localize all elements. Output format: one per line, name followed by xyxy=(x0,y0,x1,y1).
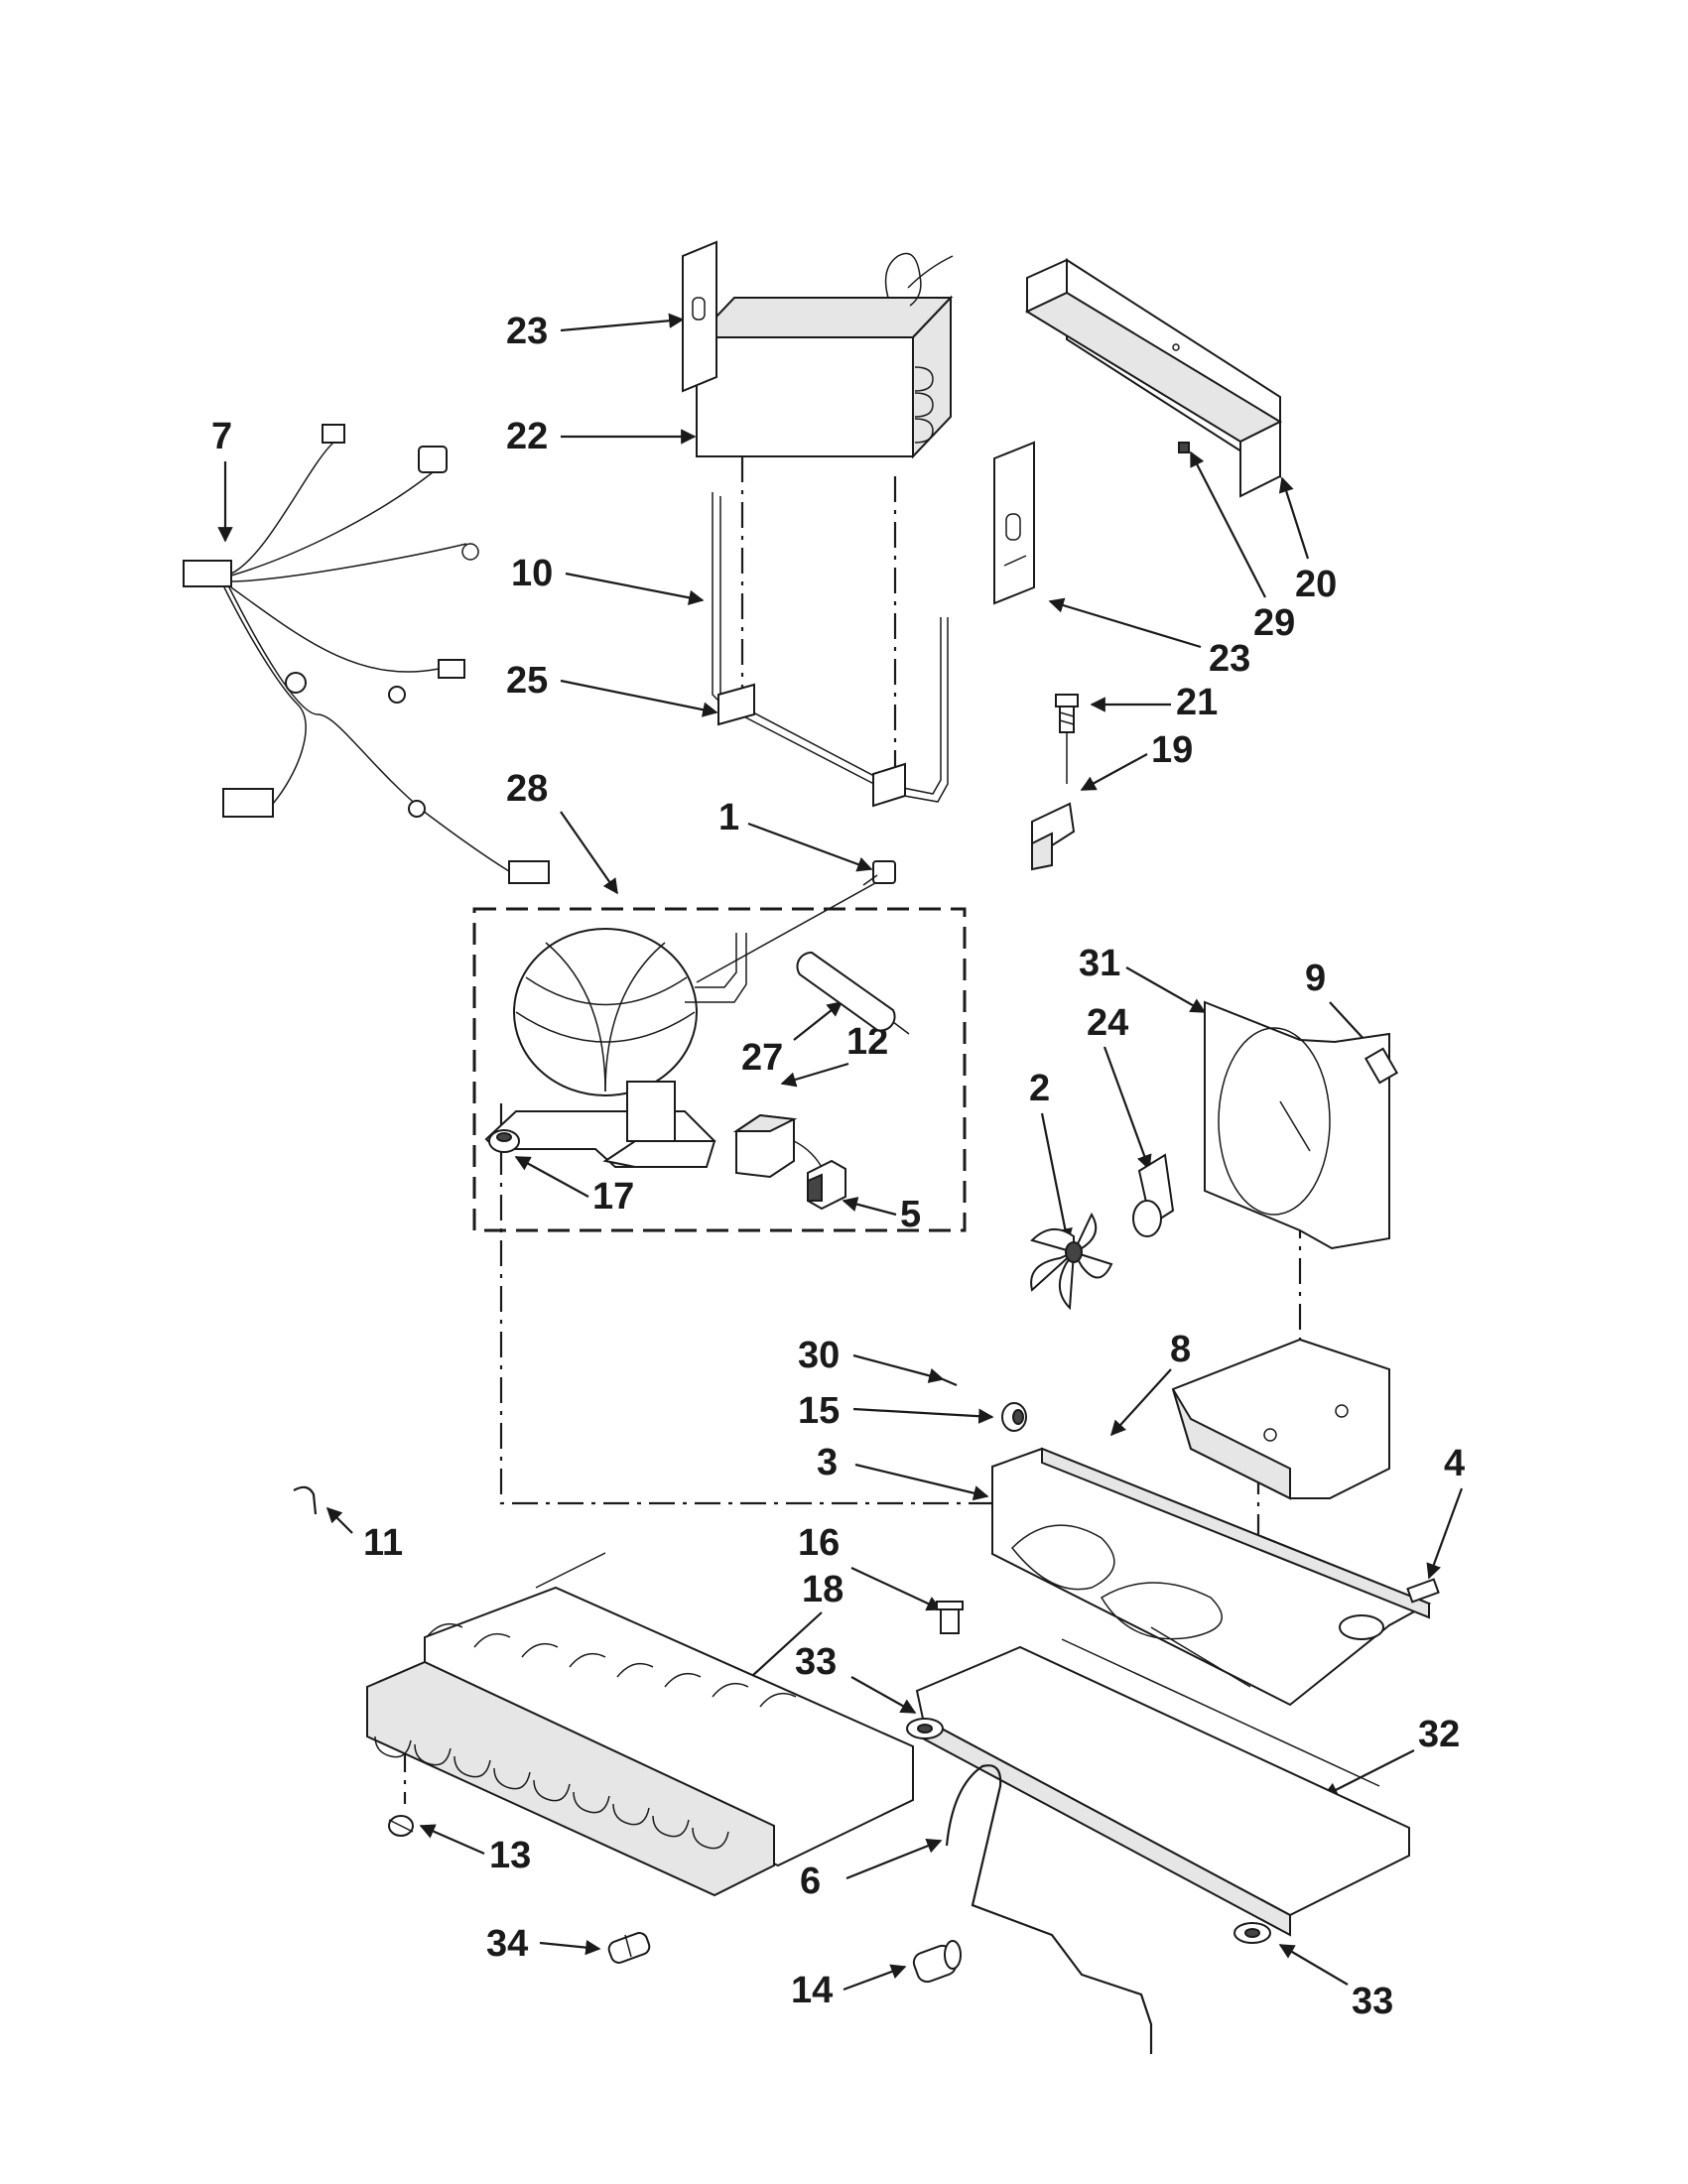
drier-part xyxy=(796,951,910,1035)
base-plate-part xyxy=(991,1447,1432,1707)
leader-arrows xyxy=(217,313,1464,1991)
compressor-screw-part xyxy=(862,860,896,886)
callout-9: 9 xyxy=(1305,958,1326,999)
callout-16: 16 xyxy=(798,1522,840,1564)
shroud-screw-part xyxy=(1363,1047,1399,1085)
compressor-part xyxy=(484,928,747,1168)
shroud-base-part xyxy=(1171,1338,1390,1500)
callout-8: 8 xyxy=(1170,1329,1191,1370)
evaporator-bracket-left xyxy=(682,240,717,393)
bracket-screw-part xyxy=(1055,694,1079,733)
fan-blade-part xyxy=(1030,1212,1113,1311)
callout-13: 13 xyxy=(489,1835,531,1876)
callout-21: 21 xyxy=(1176,682,1218,723)
callout-23-right: 23 xyxy=(1209,638,1250,680)
pan-foot-upper-part xyxy=(906,1718,944,1739)
callout-23-top: 23 xyxy=(506,311,548,352)
plug-part xyxy=(607,1932,651,1964)
callout-22: 22 xyxy=(506,416,548,457)
evaporator-cover-part xyxy=(1024,258,1283,498)
start-relay-part xyxy=(732,1113,825,1179)
callout-17: 17 xyxy=(592,1176,634,1218)
callout-27: 27 xyxy=(741,1037,783,1079)
plate-grommet-part xyxy=(1001,1402,1027,1432)
wire-harness-part xyxy=(183,424,550,884)
callout-31: 31 xyxy=(1079,943,1120,984)
callout-32: 32 xyxy=(1418,1714,1460,1755)
callout-4: 4 xyxy=(1444,1443,1465,1484)
callout-34: 34 xyxy=(486,1923,528,1965)
mounting-bracket-part xyxy=(1031,802,1076,871)
callout-33-upper: 33 xyxy=(795,1641,837,1683)
callout-10: 10 xyxy=(511,553,553,594)
overload-part xyxy=(807,1159,846,1211)
tube-sleeve-part xyxy=(912,1940,962,1984)
callout-14: 14 xyxy=(791,1970,833,2011)
callout-2: 2 xyxy=(1029,1068,1050,1109)
callout-29: 29 xyxy=(1253,602,1295,644)
callout-19: 19 xyxy=(1151,729,1193,771)
base-plate-screw-part xyxy=(936,1601,964,1634)
base-screw-right-part xyxy=(1406,1578,1440,1604)
clip-part xyxy=(1178,442,1190,453)
callout-labels: 23 22 7 10 25 23 29 20 21 19 28 1 31 9 2… xyxy=(211,311,1465,2022)
drain-pan-part xyxy=(915,1638,1410,1937)
condenser-clip-part xyxy=(388,1815,414,1837)
condenser-part xyxy=(366,1552,914,1897)
fan-shroud-part xyxy=(1204,1000,1390,1250)
callout-28: 28 xyxy=(506,768,548,810)
pan-foot-lower-part xyxy=(1234,1922,1271,1944)
callout-7: 7 xyxy=(211,416,232,457)
callout-18: 18 xyxy=(802,1569,844,1610)
callout-33-lower: 33 xyxy=(1352,1981,1393,2022)
callout-24: 24 xyxy=(1087,1002,1128,1044)
callout-3: 3 xyxy=(817,1442,838,1483)
callout-30: 30 xyxy=(798,1335,840,1376)
callout-15: 15 xyxy=(798,1390,840,1432)
fan-motor-part xyxy=(1132,1153,1175,1237)
defrost-heater-part xyxy=(712,492,949,808)
callout-25: 25 xyxy=(506,660,548,702)
callout-6: 6 xyxy=(800,1861,821,1902)
evaporator-bracket-right xyxy=(993,441,1035,605)
sleeve-part xyxy=(942,1377,958,1387)
evaporator-part xyxy=(694,252,954,459)
callout-20: 20 xyxy=(1295,564,1337,605)
callout-1: 1 xyxy=(718,797,739,838)
callout-5: 5 xyxy=(900,1194,921,1235)
wire-clip-part xyxy=(293,1485,318,1515)
drain-tube-part xyxy=(945,1764,1153,2054)
compressor-assembly-box xyxy=(472,907,967,1232)
grommet-part xyxy=(488,1129,520,1153)
callout-11: 11 xyxy=(363,1522,403,1564)
